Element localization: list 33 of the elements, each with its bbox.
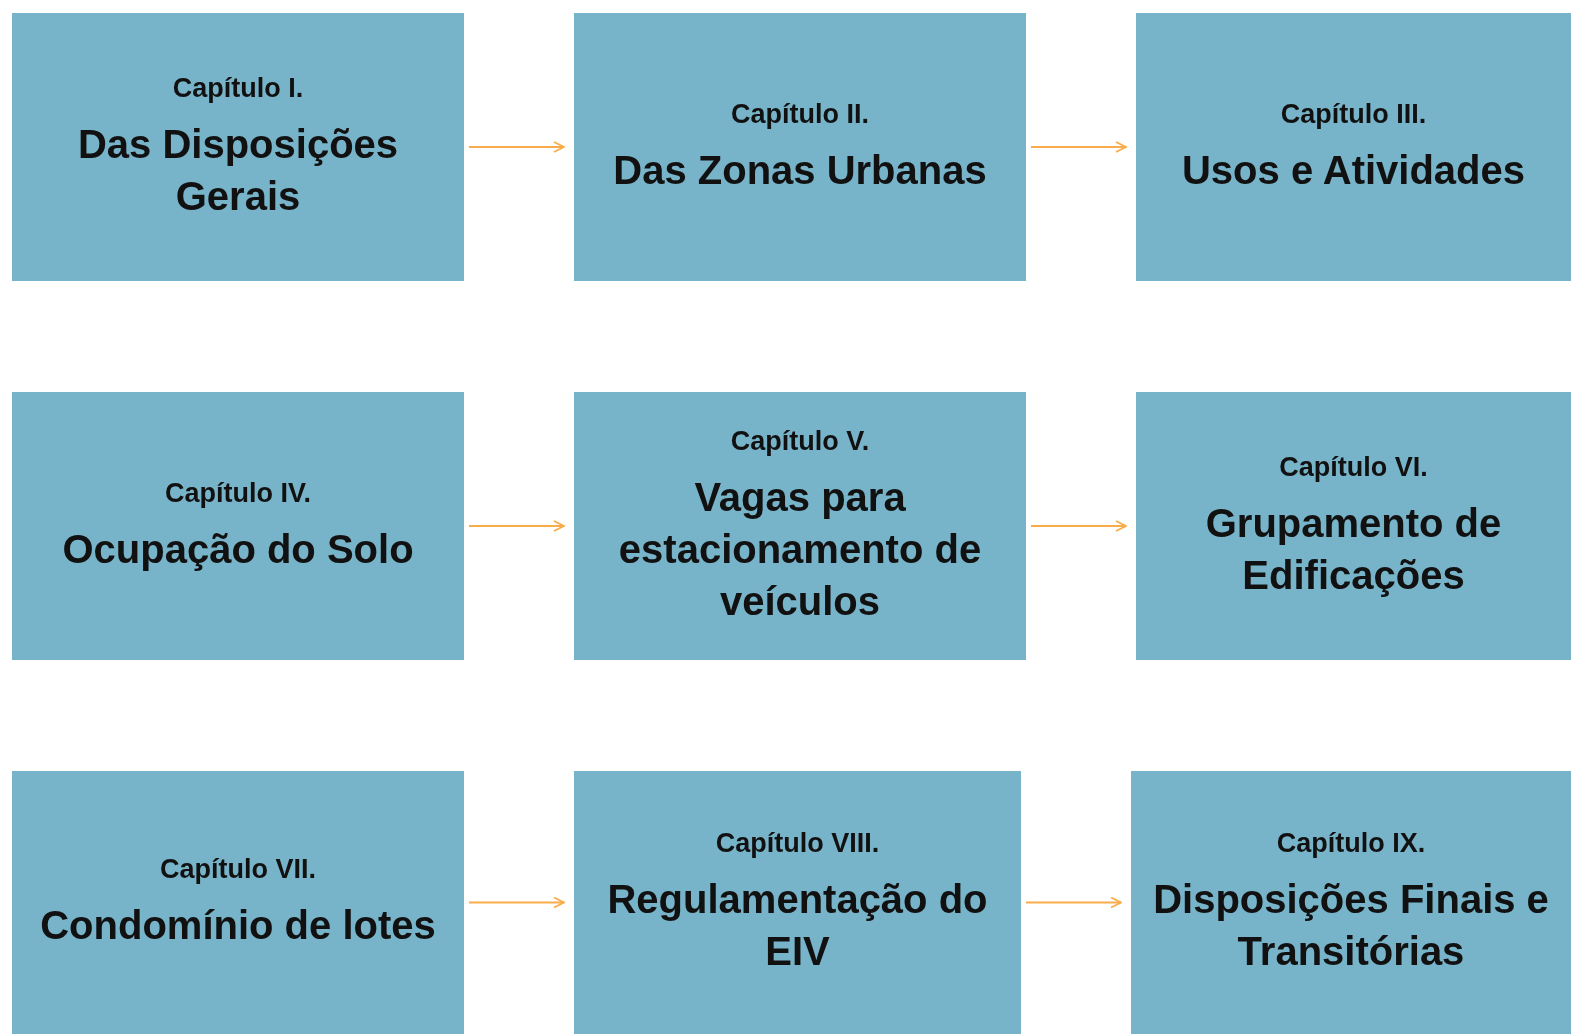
chapter-title: Regulamentação do EIV xyxy=(606,876,989,975)
arrow xyxy=(468,520,565,532)
chapter-box xyxy=(12,13,464,281)
chapter-box xyxy=(1131,771,1571,1034)
chapter-title: Grupamento de Edificações xyxy=(1204,499,1503,599)
chapter-number: Capítulo IV. xyxy=(165,477,311,509)
chapter-box xyxy=(12,392,464,660)
chapter-title: Disposições Finais e Transitórias xyxy=(1152,876,1550,975)
chapter-box xyxy=(574,13,1026,281)
chapter-title: Vagas para estacionamento de veículos xyxy=(617,473,983,625)
chapter-box xyxy=(12,771,464,1034)
arrow xyxy=(1030,141,1127,153)
arrow xyxy=(1030,520,1127,532)
chapter-title: Das Zonas Urbanas xyxy=(613,146,987,194)
chapter-number: Capítulo III. xyxy=(1280,98,1427,130)
chapter-box xyxy=(1136,392,1571,660)
chapter-number: Capítulo IX. xyxy=(1276,828,1426,859)
chapter-number: Capítulo II. xyxy=(731,98,869,130)
chapter-title: Condomínio de lotes xyxy=(40,902,436,949)
chapter-number: Capítulo VIII. xyxy=(715,828,880,859)
arrow xyxy=(1025,896,1122,909)
chapter-title: Ocupação do Solo xyxy=(62,525,414,573)
arrow xyxy=(468,141,565,153)
chapter-title: Das Disposições Gerais xyxy=(76,120,400,220)
chapter-box xyxy=(1136,13,1571,281)
chapter-title: Usos e Atividades xyxy=(1181,146,1526,194)
chapter-number: Capítulo VI. xyxy=(1279,451,1428,483)
chapter-number: Capítulo V. xyxy=(730,425,870,457)
chapter-box xyxy=(574,771,1021,1034)
chapter-number: Capítulo I. xyxy=(172,72,304,104)
chapter-box xyxy=(574,392,1026,660)
chapter-number: Capítulo VII. xyxy=(160,854,316,885)
arrow xyxy=(468,896,565,909)
